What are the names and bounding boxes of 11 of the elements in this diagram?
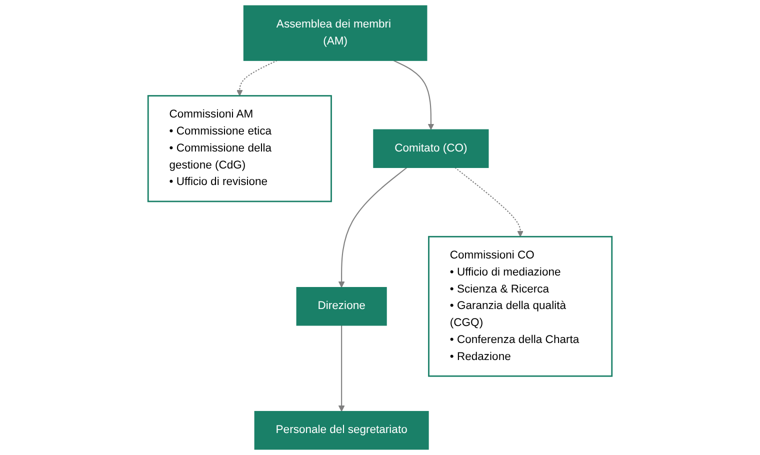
arrow bbox=[454, 167, 524, 237]
node-box: Assemblea dei membri (AM) bbox=[243, 5, 428, 61]
node-box: Direzione bbox=[296, 287, 387, 326]
arrow bbox=[236, 60, 278, 96]
node-box: Comitato (CO) bbox=[373, 129, 489, 168]
node-box: Commissioni CO • Ufficio di mediazione • Scienza & Ricerca • Garanzia della qualità (CGQ) • Conferenza della Charta • Redazione bbox=[428, 236, 613, 377]
arrow bbox=[338, 325, 345, 412]
node-box: Commissioni AM • Commissione etica • Commissione della gestione (CdG) • Ufficio di revisione bbox=[147, 95, 332, 202]
arrow bbox=[393, 60, 434, 130]
node-box: Personale del segretariato bbox=[254, 410, 429, 450]
arrow bbox=[338, 167, 408, 288]
